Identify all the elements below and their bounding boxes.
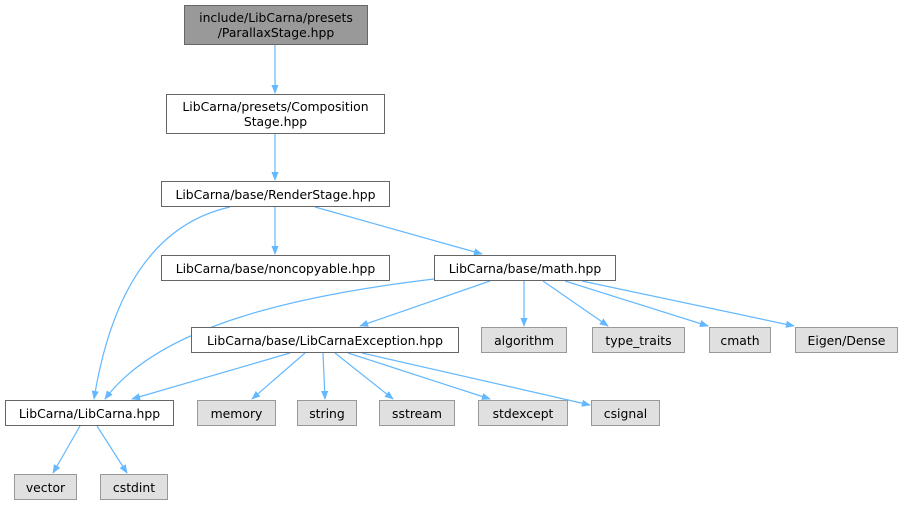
edge-math-to-exception	[359, 280, 491, 327]
edge-math-to-type_traits	[542, 280, 609, 327]
node-parallax-stage-hpp: include/LibCarna/presets /ParallaxStage.…	[184, 5, 368, 45]
edge-renderstage-to-math	[314, 206, 483, 256]
node-label: LibCarna/base/noncopyable.hpp	[175, 260, 376, 276]
node-label: cstdint	[112, 479, 156, 495]
node-label: type_traits	[605, 332, 672, 348]
node-label: LibCarna/base/RenderStage.hpp	[175, 186, 376, 202]
node-cmath: cmath	[709, 327, 771, 353]
edge-layer	[52, 45, 795, 474]
node-sstream: sstream	[379, 400, 455, 426]
node-libcarna-exception-hpp[interactable]: LibCarna/base/LibCarnaException.hpp	[191, 327, 459, 353]
edge-math-to-cmath	[564, 280, 709, 328]
node-label-line1: LibCarna/presets/Composition	[182, 99, 369, 114]
node-label: vector	[25, 479, 66, 495]
node-noncopyable-hpp[interactable]: LibCarna/base/noncopyable.hpp	[161, 255, 390, 281]
node-label: algorithm	[494, 332, 554, 348]
node-label: LibCarna/base/math.hpp	[448, 260, 602, 276]
node-cstdint: cstdint	[100, 474, 168, 500]
edge-exception-to-string	[321, 352, 329, 400]
node-label: csignal	[603, 405, 648, 421]
node-label: string	[309, 405, 345, 421]
edge-math-to-eigen	[581, 280, 795, 328]
node-csignal: csignal	[591, 400, 660, 426]
node-eigen-dense: Eigen/Dense	[795, 327, 898, 353]
node-libcarna-hpp[interactable]: LibCarna/LibCarna.hpp	[5, 400, 174, 426]
edge-exception-to-stdexcept	[347, 352, 491, 400]
node-type-traits: type_traits	[592, 327, 685, 353]
node-label: stdexcept	[492, 405, 554, 421]
edge-exception-to-csignal	[361, 352, 591, 407]
edge-libcarna-to-vector	[52, 425, 81, 474]
node-vector: vector	[14, 474, 77, 500]
node-string: string	[297, 400, 357, 426]
edge-math-to-libcarna	[104, 278, 435, 400]
node-label: LibCarna/base/LibCarnaException.hpp	[207, 332, 443, 348]
edge-exception-to-memory	[251, 352, 306, 400]
node-label: LibCarna/LibCarna.hpp	[18, 405, 161, 421]
node-label: memory	[210, 405, 263, 421]
edge-renderstage-to-libcarna	[91, 206, 231, 400]
node-label-line2: Stage.hpp	[243, 114, 308, 129]
edge-libcarna-to-cstdint	[96, 425, 128, 474]
node-label-line1: include/LibCarna/presets	[199, 10, 353, 25]
node-render-stage-hpp[interactable]: LibCarna/base/RenderStage.hpp	[161, 181, 390, 207]
node-math-hpp[interactable]: LibCarna/base/math.hpp	[434, 255, 616, 281]
node-label-line2: /ParallaxStage.hpp	[217, 25, 335, 40]
edge-exception-to-libcarna	[131, 352, 291, 401]
edge-exception-to-sstream	[334, 352, 394, 400]
node-label: cmath	[720, 332, 760, 348]
node-memory: memory	[197, 400, 276, 426]
node-label: Eigen/Dense	[807, 332, 886, 348]
node-algorithm: algorithm	[481, 327, 567, 353]
node-stdexcept: stdexcept	[478, 400, 568, 426]
node-composition-stage-hpp[interactable]: LibCarna/presets/Composition Stage.hpp	[166, 94, 385, 134]
node-label: sstream	[392, 405, 442, 421]
